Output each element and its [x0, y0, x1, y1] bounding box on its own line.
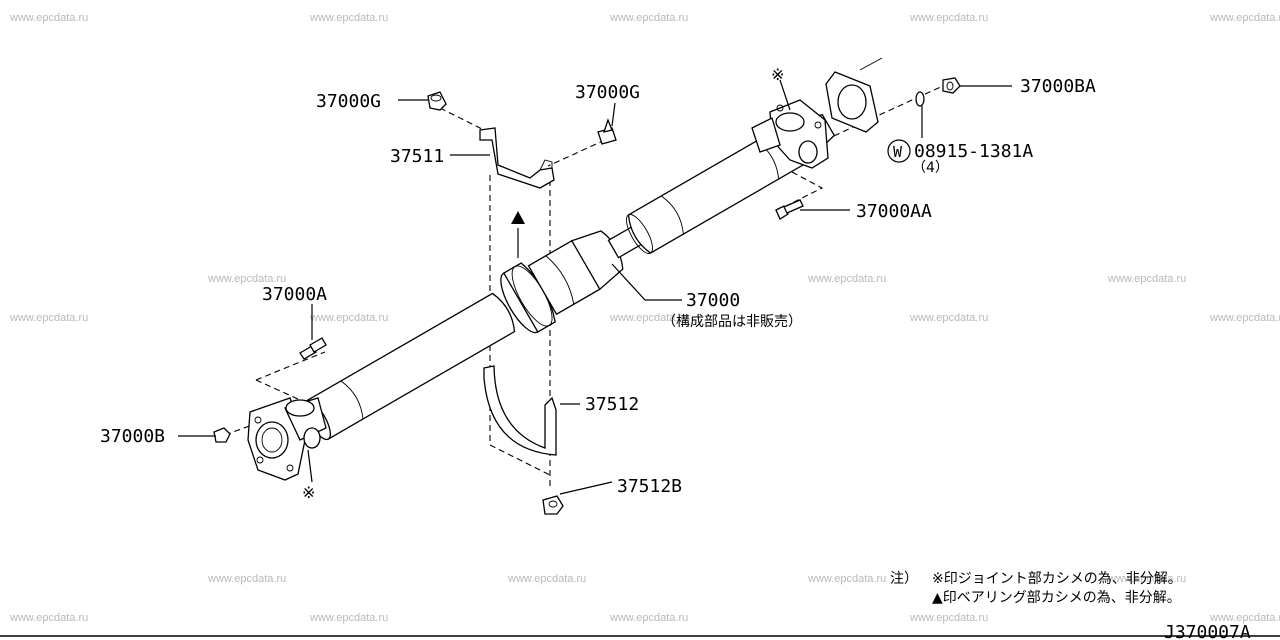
watermark: www.epcdata.ru [909, 612, 988, 624]
nut-washer-front [915, 77, 961, 107]
label-37000-note: （構成部品は非販売） [662, 314, 802, 330]
watermark: www.epcdata.ru [207, 573, 286, 585]
watermark: www.epcdata.ru [309, 612, 388, 624]
watermark: www.epcdata.ru [309, 12, 388, 24]
label-37512B: 37512B [617, 476, 682, 497]
washer-symbol-letter: W [893, 143, 903, 161]
label-37000AA: 37000AA [856, 201, 932, 222]
watermark: www.epcdata.ru [807, 573, 886, 585]
watermark: www.epcdata.ru [507, 573, 586, 585]
bolt-rear [299, 337, 327, 360]
watermark-layer: www.epcdata.ru www.epcdata.ru www.epcdat… [9, 12, 1280, 624]
label-37000A: 37000A [262, 284, 327, 305]
label-37000G-left: 37000G [316, 91, 381, 112]
bolt-front [775, 199, 804, 220]
watermark: www.epcdata.ru [1107, 573, 1186, 585]
label-37511: 37511 [390, 146, 444, 167]
watermark: www.epcdata.ru [609, 12, 688, 24]
label-08915-qty: （4） [912, 160, 949, 176]
bracket-upper [479, 127, 555, 189]
label-08915-1381A: 08915-1381A [914, 141, 1033, 162]
leader-lines [178, 79, 1012, 495]
note-prefix: 注） [890, 571, 918, 587]
nut-bracket [542, 495, 564, 515]
bearing-triangle-marker [511, 211, 525, 224]
watermark: www.epcdata.ru [9, 612, 88, 624]
watermark: www.epcdata.ru [609, 312, 688, 324]
watermark: www.epcdata.ru [1209, 612, 1280, 624]
gasket [825, 57, 883, 133]
watermark: www.epcdata.ru [807, 273, 886, 285]
watermark: www.epcdata.ru [909, 12, 988, 24]
kome-mark-front: ※ [771, 65, 784, 84]
kome-mark-rear: ※ [302, 483, 315, 502]
nut-rear [213, 427, 231, 443]
rear-flange-joint [247, 397, 327, 481]
label-37000: 37000 [686, 290, 740, 311]
label-37512: 37512 [585, 394, 639, 415]
watermark: www.epcdata.ru [1107, 273, 1186, 285]
watermark: www.epcdata.ru [1209, 12, 1280, 24]
watermark: www.epcdata.ru [609, 612, 688, 624]
watermark: www.epcdata.ru [9, 312, 88, 324]
watermark: www.epcdata.ru [909, 312, 988, 324]
clip-left [427, 91, 447, 111]
label-37000B: 37000B [100, 426, 165, 447]
watermark: www.epcdata.ru [9, 12, 88, 24]
label-37000G-right: 37000G [575, 82, 640, 103]
washer-symbol-circle [887, 139, 911, 163]
watermark: www.epcdata.ru [1209, 312, 1280, 324]
front-flange-joint [751, 99, 829, 169]
clip-right [597, 118, 617, 145]
watermark: www.epcdata.ru [309, 312, 388, 324]
note-line-1: ※印ジョイント部カシメの為、非分解。 [932, 571, 1182, 587]
bracket-lower [483, 365, 557, 456]
label-37000BA: 37000BA [1020, 76, 1096, 97]
diagram-id: J370007A [1164, 622, 1251, 640]
note-line-2: ▲印ベアリング部カシメの為、非分解。 [932, 590, 1181, 606]
watermark: www.epcdata.ru [207, 273, 286, 285]
